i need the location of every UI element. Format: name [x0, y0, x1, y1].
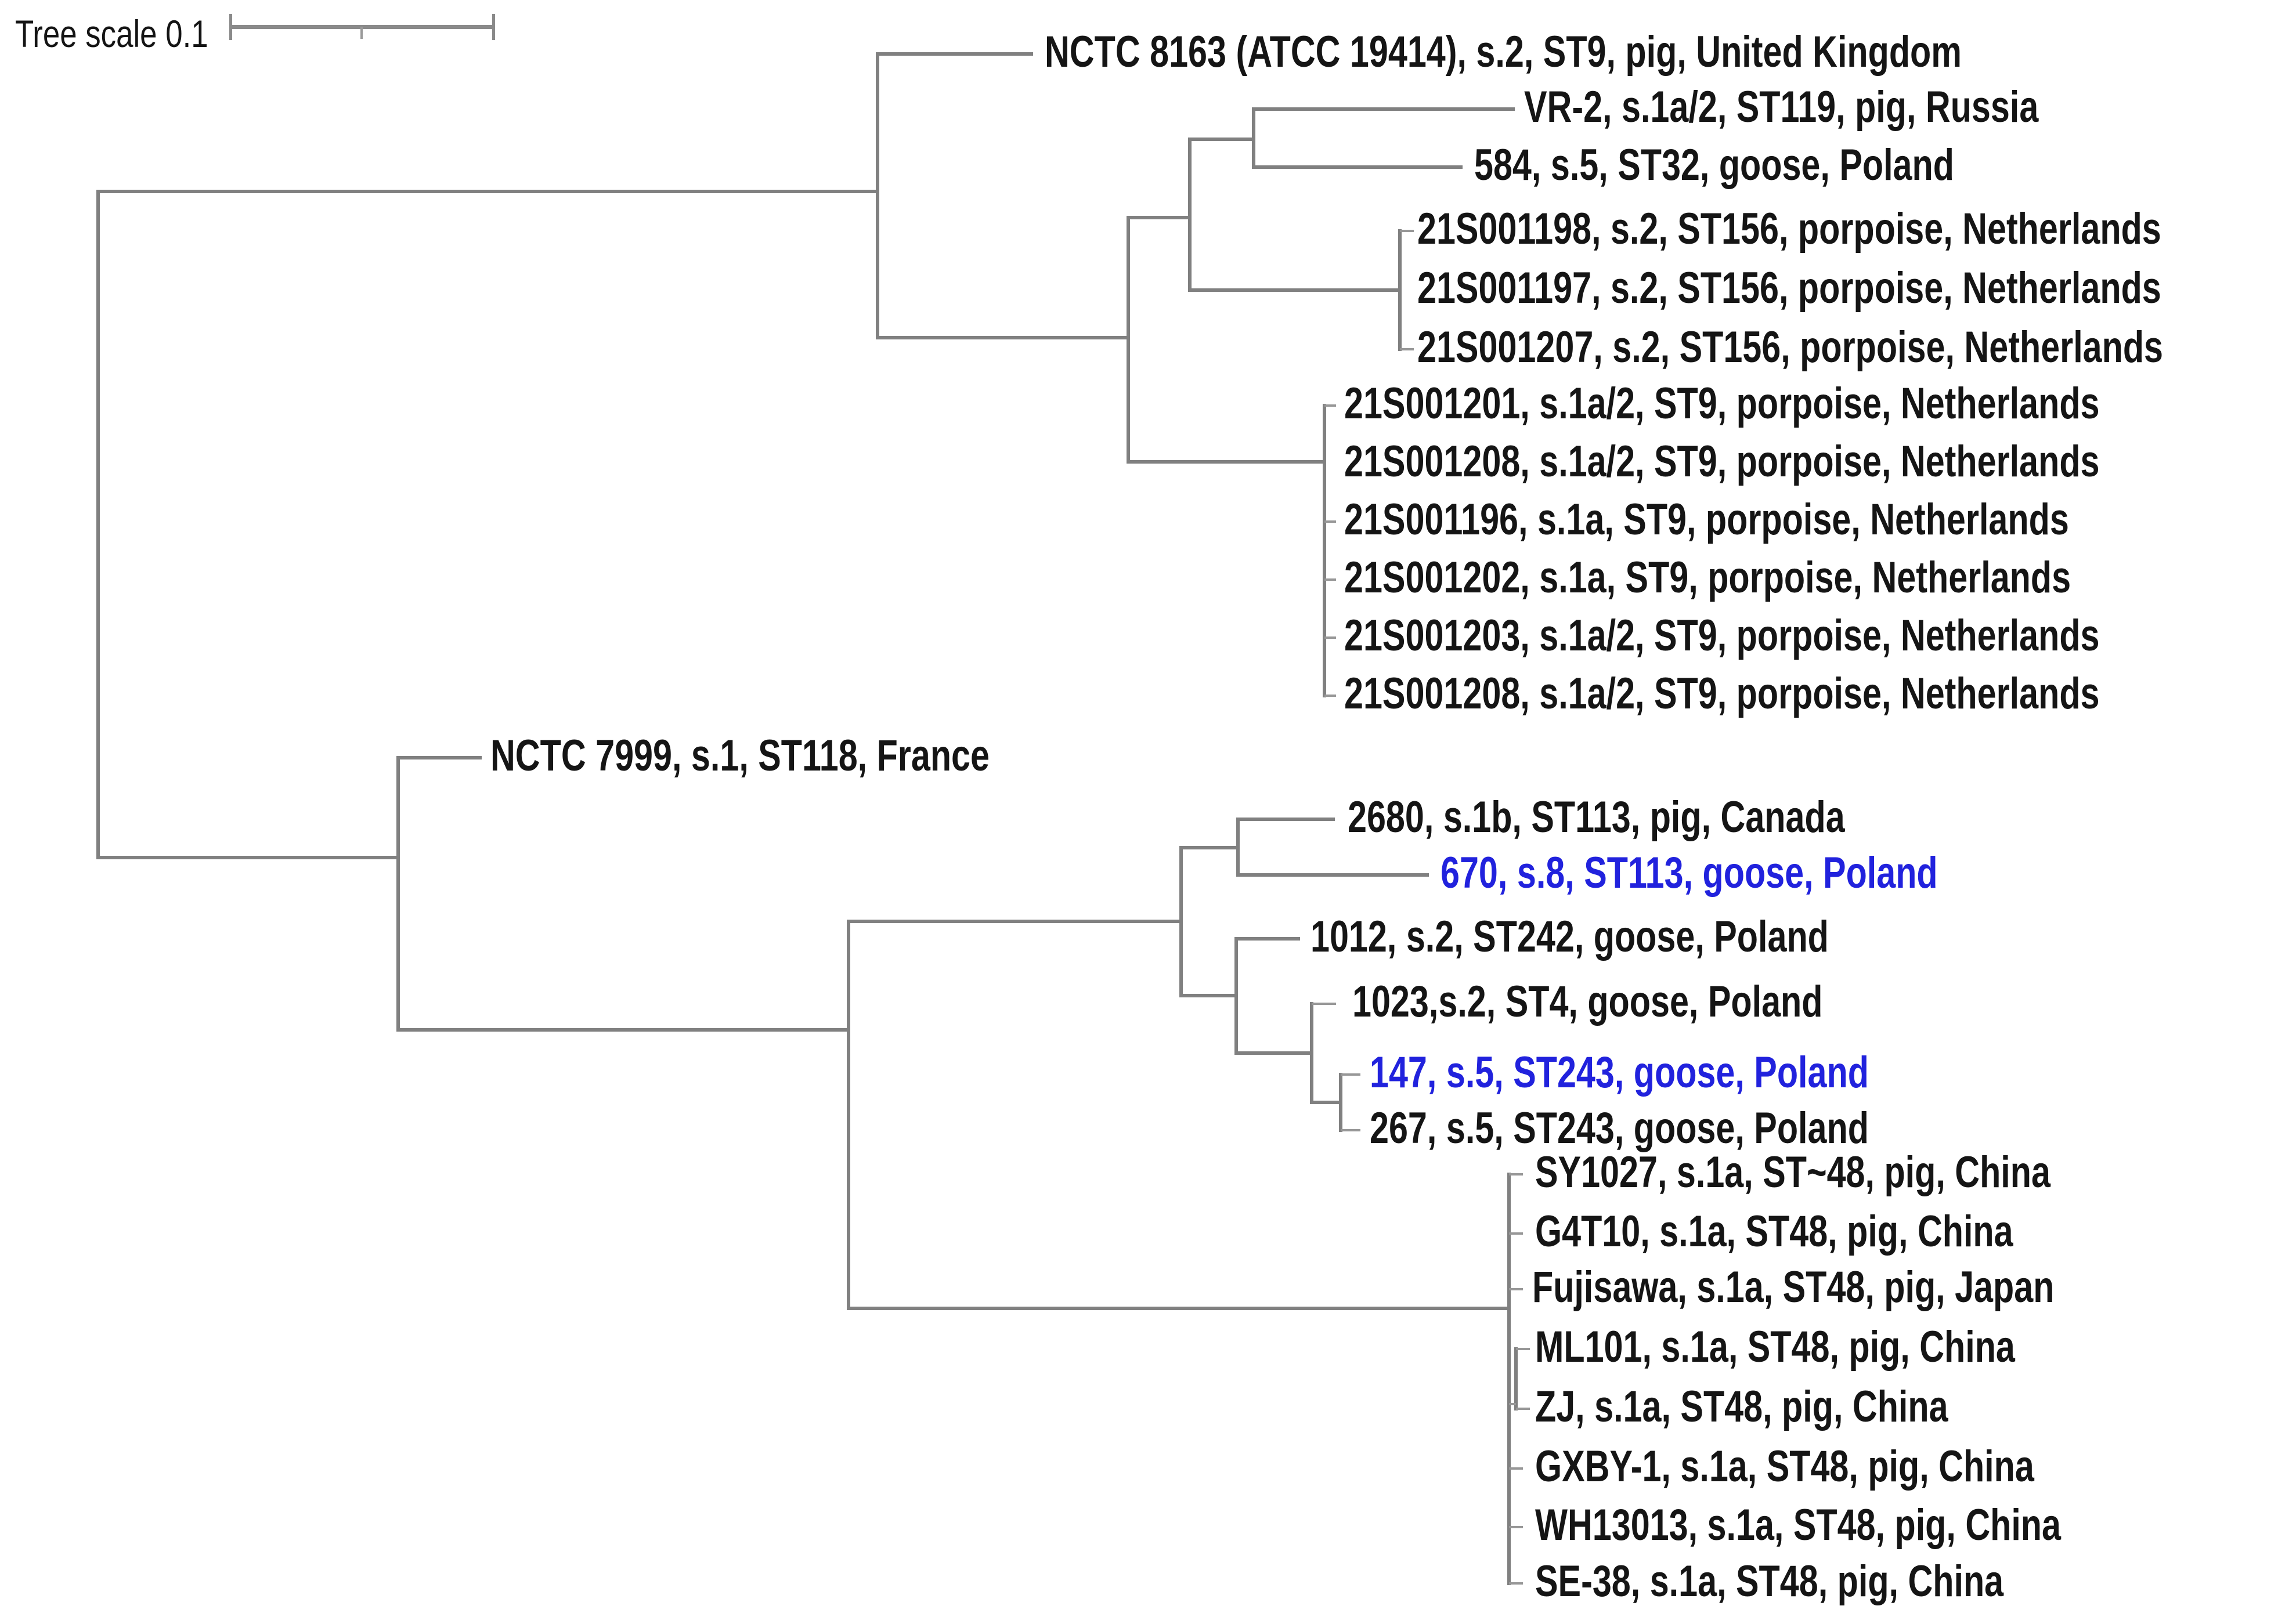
taxon-label: SY1027, s.1a, ST~48, pig, China [1535, 1147, 2050, 1197]
taxon-label: 2680, s.1b, ST113, pig, Canada [1348, 792, 1845, 842]
branch-line-vertical [1252, 107, 1255, 169]
branch-line-vertical [1236, 818, 1240, 877]
taxon-label: GXBY-1, s.1a, ST48, pig, China [1535, 1441, 2034, 1491]
branch-line-horizontal [1238, 873, 1429, 877]
taxon-label: SE-38, s.1a, ST48, pig, China [1535, 1556, 2004, 1606]
branch-line-vertical [1398, 229, 1402, 351]
branch-line-vertical [1310, 1002, 1313, 1104]
branch-line-horizontal [1128, 216, 1190, 219]
branch-line-vertical [1323, 404, 1326, 697]
branch-line-vertical [1339, 1073, 1342, 1132]
taxon-label: Fujisawa, s.1a, ST48, pig, Japan [1532, 1262, 2055, 1312]
branch-line-vertical [876, 52, 879, 339]
leaf-stub-line [1341, 1073, 1360, 1076]
taxon-label: 21S001196, s.1a, ST9, porpoise, Netherla… [1344, 494, 2069, 544]
scale-bar-middle-tick [360, 27, 363, 39]
leaf-stub-line [1509, 1403, 1516, 1405]
branch-line-vertical [1507, 1173, 1511, 1585]
taxon-label: 21S001207, s.2, ST156, porpoise, Netherl… [1417, 322, 2164, 372]
leaf-stub-line [1312, 1003, 1336, 1005]
branch-line-horizontal [1190, 288, 1400, 292]
branch-line-horizontal [1190, 138, 1254, 141]
leaf-stub-line [1509, 1526, 1523, 1528]
leaf-stub-line [1516, 1348, 1530, 1350]
branch-line-horizontal [1312, 1101, 1341, 1104]
taxon-label: 1023,s.2, ST4, goose, Poland [1352, 976, 1823, 1026]
taxon-label: 21S001202, s.1a, ST9, porpoise, Netherla… [1344, 552, 2071, 602]
leaf-stub-line [1324, 404, 1336, 407]
branch-line-horizontal [1238, 818, 1335, 821]
branch-line-vertical [1188, 138, 1192, 292]
branch-line-horizontal [398, 1028, 849, 1032]
branch-line-horizontal [849, 920, 1181, 923]
tree-scale-label: Tree scale 0.1 [15, 12, 208, 55]
taxon-label: 21S001208, s.1a/2, ST9, porpoise, Nether… [1344, 668, 2100, 718]
branch-line-horizontal [1128, 460, 1324, 464]
taxon-label: ML101, s.1a, ST48, pig, China [1535, 1322, 2015, 1372]
branch-line-vertical [1127, 216, 1130, 464]
leaf-stub-line [1509, 1288, 1523, 1290]
taxon-label: ZJ, s.1a, ST48, pig, China [1535, 1381, 1948, 1431]
branch-line-horizontal [849, 1307, 1509, 1310]
branch-line-vertical [847, 920, 850, 1310]
taxon-label: 1012, s.2, ST242, goose, Poland [1311, 912, 1829, 961]
scale-bar-right-tick [492, 14, 495, 40]
scale-bar-left-tick [229, 14, 232, 40]
taxon-label-highlighted: 670, s.8, ST113, goose, Poland [1441, 848, 1938, 898]
branch-line-vertical [1179, 846, 1183, 997]
leaf-stub-line [1324, 636, 1336, 639]
branch-line-horizontal [98, 190, 878, 193]
taxon-label: 21S001208, s.1a/2, ST9, porpoise, Nether… [1344, 436, 2100, 486]
branch-line-horizontal [1181, 846, 1238, 849]
leaf-stub-line [1516, 1408, 1530, 1410]
taxon-label: WH13013, s.1a, ST48, pig, China [1535, 1500, 2061, 1550]
taxon-label: NCTC 8163 (ATCC 19414), s.2, ST9, pig, U… [1045, 27, 1962, 77]
leaf-stub-line [1341, 1129, 1360, 1131]
leaf-stub-line [1400, 348, 1414, 350]
taxon-label: 21S001198, s.2, ST156, porpoise, Netherl… [1417, 204, 2161, 254]
leaf-stub-line [1509, 1582, 1523, 1585]
leaf-stub-line [1509, 1467, 1523, 1470]
branch-line-horizontal [1254, 165, 1463, 169]
branch-line-vertical [396, 756, 400, 1032]
taxon-label-highlighted: 147, s.5, ST243, goose, Poland [1370, 1047, 1869, 1097]
branch-line-horizontal [398, 756, 482, 759]
leaf-stub-line [1509, 1232, 1523, 1235]
branch-line-vertical [1514, 1347, 1518, 1410]
branch-line-vertical [1234, 937, 1238, 1055]
taxon-label: 21S001203, s.1a/2, ST9, porpoise, Nether… [1344, 610, 2100, 660]
leaf-stub-line [1400, 230, 1414, 232]
leaf-stub-line [1324, 578, 1336, 581]
branch-line-horizontal [98, 856, 398, 859]
leaf-stub-line [1324, 695, 1336, 697]
taxon-label: VR-2, s.1a/2, ST119, pig, Russia [1524, 82, 2039, 132]
branch-line-horizontal [878, 336, 1128, 339]
branch-line-vertical [96, 190, 100, 859]
branch-line-horizontal [878, 52, 1033, 56]
taxon-label: 584, s.5, ST32, goose, Poland [1474, 140, 1954, 190]
branch-line-horizontal [1181, 994, 1236, 997]
leaf-stub-line [1509, 1173, 1523, 1175]
taxon-label: NCTC 7999, s.1, ST118, France [490, 730, 990, 780]
branch-line-horizontal [1236, 1051, 1312, 1055]
leaf-stub-line [1324, 520, 1336, 523]
taxon-label: 267, s.5, ST243, goose, Poland [1370, 1103, 1869, 1153]
branch-line-horizontal [1236, 937, 1300, 941]
taxon-label: 21S001197, s.2, ST156, porpoise, Netherl… [1417, 263, 2161, 313]
taxon-label: G4T10, s.1a, ST48, pig, China [1535, 1206, 2013, 1256]
branch-line-horizontal [1254, 107, 1515, 111]
taxon-label: 21S001201, s.1a/2, ST9, porpoise, Nether… [1344, 378, 2100, 428]
